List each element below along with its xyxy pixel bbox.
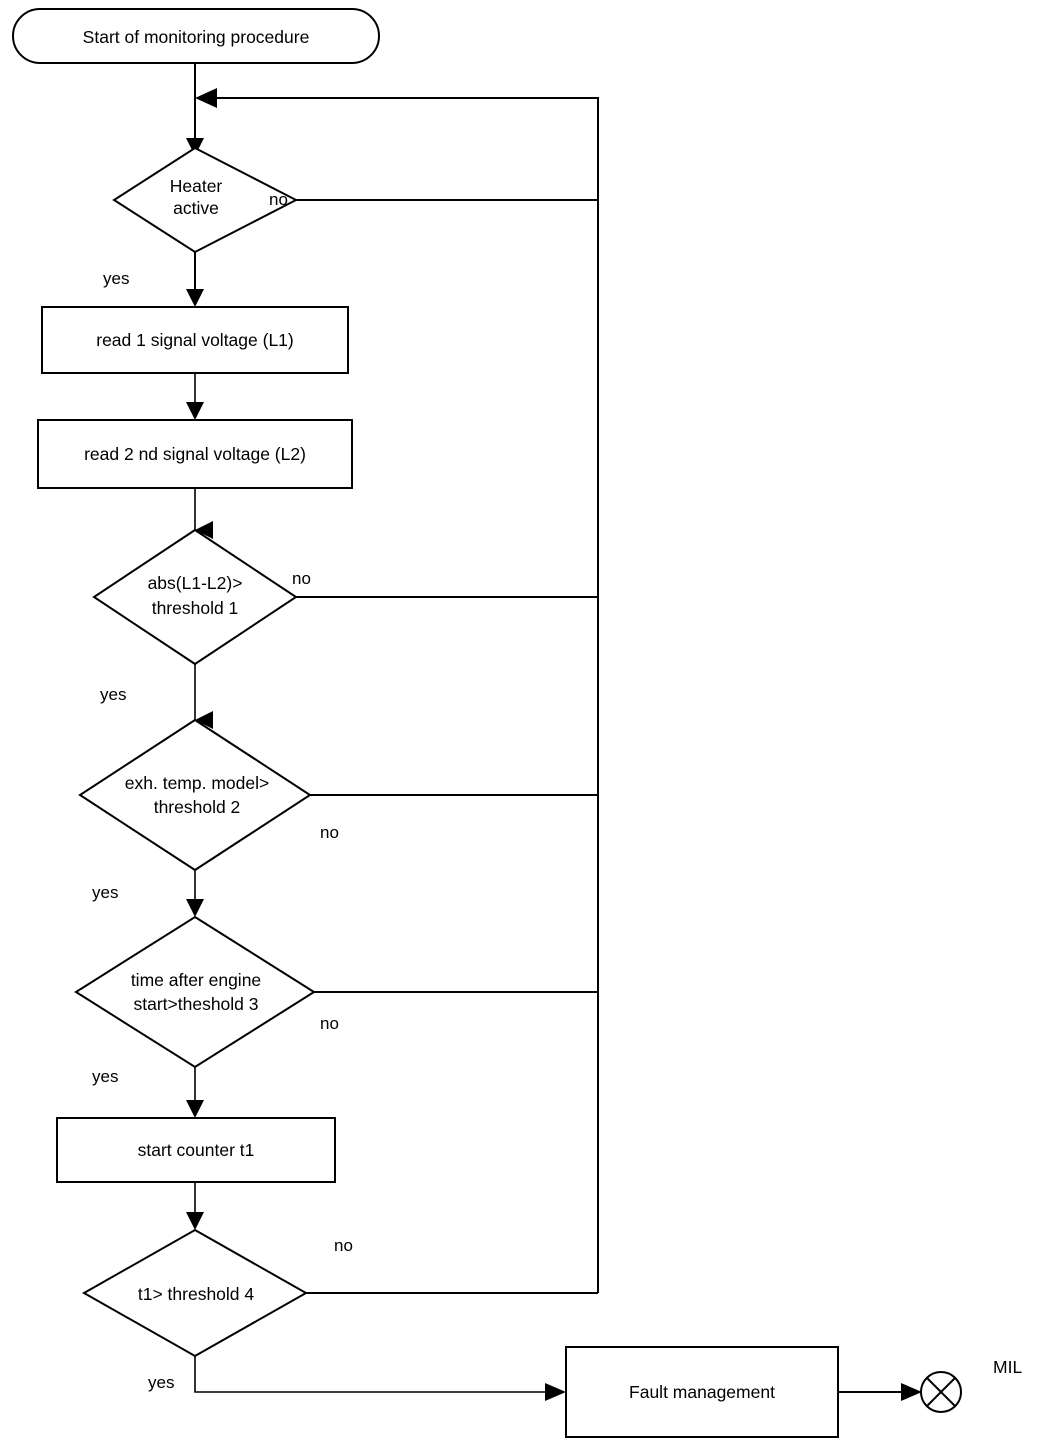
- arrowhead-into-fault-management: [545, 1383, 566, 1401]
- time-no-label: no: [320, 1014, 339, 1033]
- fault-management-shape: [565, 1346, 839, 1438]
- heater-yes-label: yes: [103, 269, 129, 288]
- exh-threshold2-label-line1: exh. temp. model>: [125, 773, 269, 793]
- node-abs-threshold1[interactable]: abs(L1-L2)> threshold 1: [92, 528, 298, 666]
- mil-lamp-icon[interactable]: [920, 1371, 962, 1413]
- exh-threshold2-label-line2: threshold 2: [154, 797, 241, 817]
- arrowhead-merge-into-abs: [195, 521, 213, 539]
- exh-threshold2-shape: [78, 718, 312, 872]
- arrowhead-into-time-threshold3: [186, 899, 204, 917]
- fault-management-label: Fault management: [629, 1382, 775, 1402]
- abs-threshold1-shape: [92, 528, 298, 666]
- node-read-l2[interactable]: read 2 nd signal voltage (L2): [37, 419, 353, 489]
- read-l2-label: read 2 nd signal voltage (L2): [84, 444, 306, 464]
- mil-label: MIL: [993, 1357, 1022, 1377]
- abs-threshold1-label-line1: abs(L1-L2)>: [148, 573, 243, 593]
- node-t1-threshold4[interactable]: t1> threshold 4: [81, 1228, 309, 1358]
- node-read-l1[interactable]: read 1 signal voltage (L1): [41, 306, 349, 374]
- node-fault-management[interactable]: Fault management: [565, 1346, 839, 1438]
- read-l1-label: read 1 signal voltage (L1): [96, 330, 293, 350]
- time-threshold3-label-line2: start>theshold 3: [133, 994, 258, 1014]
- t1-no-label: no: [334, 1236, 353, 1255]
- edge-t1-yes-to-fault-management: [194, 1356, 548, 1393]
- start-counter-label: start counter t1: [138, 1140, 255, 1160]
- exh-yes-label: yes: [92, 883, 118, 902]
- arrowhead-into-start-counter: [186, 1100, 204, 1118]
- node-start[interactable]: Start of monitoring procedure: [12, 8, 380, 64]
- start-label: Start of monitoring procedure: [83, 27, 310, 47]
- t1-yes-label: yes: [148, 1373, 174, 1392]
- node-start-counter[interactable]: start counter t1: [56, 1117, 336, 1183]
- arrowhead-into-read-l1: [186, 289, 204, 307]
- arrowhead-merge-into-exh: [195, 711, 213, 729]
- abs-no-label: no: [292, 569, 311, 588]
- node-heater-active[interactable]: Heater active: [112, 146, 299, 254]
- feedback-bus-line: [205, 97, 599, 1293]
- start-counter-shape: [56, 1117, 336, 1183]
- abs-yes-label: yes: [100, 685, 126, 704]
- node-exh-temp-threshold2[interactable]: exh. temp. model> threshold 2: [78, 718, 312, 872]
- mil-lamp-cross-stroke-2: [926, 1377, 956, 1407]
- time-yes-label: yes: [92, 1067, 118, 1086]
- heater-label-line2: active: [173, 198, 219, 218]
- abs-threshold1-label-line2: threshold 1: [152, 598, 239, 618]
- time-threshold3-label-line1: time after engine: [131, 970, 261, 990]
- t1-threshold4-label: t1> threshold 4: [138, 1284, 255, 1304]
- arrowhead-into-mil: [901, 1383, 922, 1401]
- heater-no-label: no: [269, 190, 288, 209]
- heater-label-line1: Heater: [170, 176, 223, 196]
- time-threshold3-shape: [74, 915, 316, 1069]
- arrowhead-into-read-l2: [186, 402, 204, 420]
- node-time-threshold3[interactable]: time after engine start>theshold 3: [74, 915, 316, 1069]
- arrowhead-into-t1-threshold4: [186, 1212, 204, 1230]
- exh-no-label: no: [320, 823, 339, 842]
